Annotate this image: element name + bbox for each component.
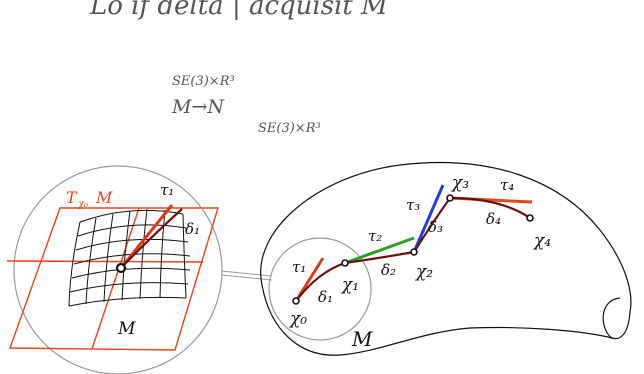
tau-4-label: τ₄	[500, 176, 514, 194]
tau-3-label: τ₃	[406, 196, 420, 214]
tangent-space-label: T χ₀ M	[66, 188, 113, 210]
inset-tau-line	[119, 204, 174, 269]
main-lens-circle	[268, 237, 372, 341]
manifold-outline	[260, 161, 632, 356]
tau-2-label: τ₂	[368, 227, 382, 245]
delta-1-curve	[295, 261, 346, 302]
note-line-2: SE(3)×R³	[172, 74, 235, 89]
point-x1	[341, 259, 349, 267]
manifold-patch-grid	[68, 208, 191, 307]
tangent-plane	[6, 207, 219, 351]
tau-2-line	[344, 236, 415, 265]
delta-3-label: δ₃	[428, 218, 443, 236]
point-x1-label: χ₁	[341, 275, 359, 295]
delta-3-curve	[413, 197, 451, 253]
point-x3-label: χ₃	[451, 173, 469, 193]
inset-magnifier: T χ₀ M τ₁ δ₁ M	[6, 165, 223, 374]
inset-manifold-label: M	[117, 319, 136, 339]
manifold-points	[292, 194, 534, 305]
point-x0	[292, 297, 300, 305]
note-line-4: SE(3)×R³	[258, 121, 321, 136]
tangent-space-manifold: M	[95, 188, 113, 207]
point-x2	[410, 248, 418, 256]
inset-delta-curve	[120, 208, 183, 269]
inset-origin-point	[115, 262, 127, 274]
note-line-1: Lo if delta | acquisit M	[89, 0, 389, 21]
tangent-space-subscript: χ₀	[77, 199, 88, 210]
point-x3	[446, 194, 454, 202]
delta-2-label: δ₂	[381, 261, 396, 279]
point-x0-label: χ₀	[289, 309, 307, 329]
main-manifold-label: M	[351, 327, 373, 351]
tangent-space-T: T	[66, 188, 78, 207]
tau-3-line	[412, 184, 445, 253]
main-manifold: χ₀ χ₁ χ₂ χ₃ χ₄ τ₁ τ₂ τ₃ τ₄ δ₁ δ₂ δ₃ δ₄ M	[260, 161, 632, 356]
lens-connector	[220, 270, 273, 281]
inset-tau-label: τ₁	[160, 181, 174, 199]
point-x4	[526, 214, 534, 222]
delta-4-curve	[449, 196, 531, 219]
manifold-opening	[602, 297, 621, 339]
tau-1-label: τ₁	[292, 258, 306, 276]
point-x2-label: χ₂	[415, 262, 433, 282]
note-line-3: M→N	[171, 96, 225, 118]
inset-delta-label: δ₁	[185, 220, 200, 238]
delta-1-label: δ₁	[318, 288, 333, 306]
point-x4-label: χ₄	[533, 231, 551, 251]
delta-2-curve	[344, 250, 415, 265]
delta-4-label: δ₄	[486, 210, 501, 228]
